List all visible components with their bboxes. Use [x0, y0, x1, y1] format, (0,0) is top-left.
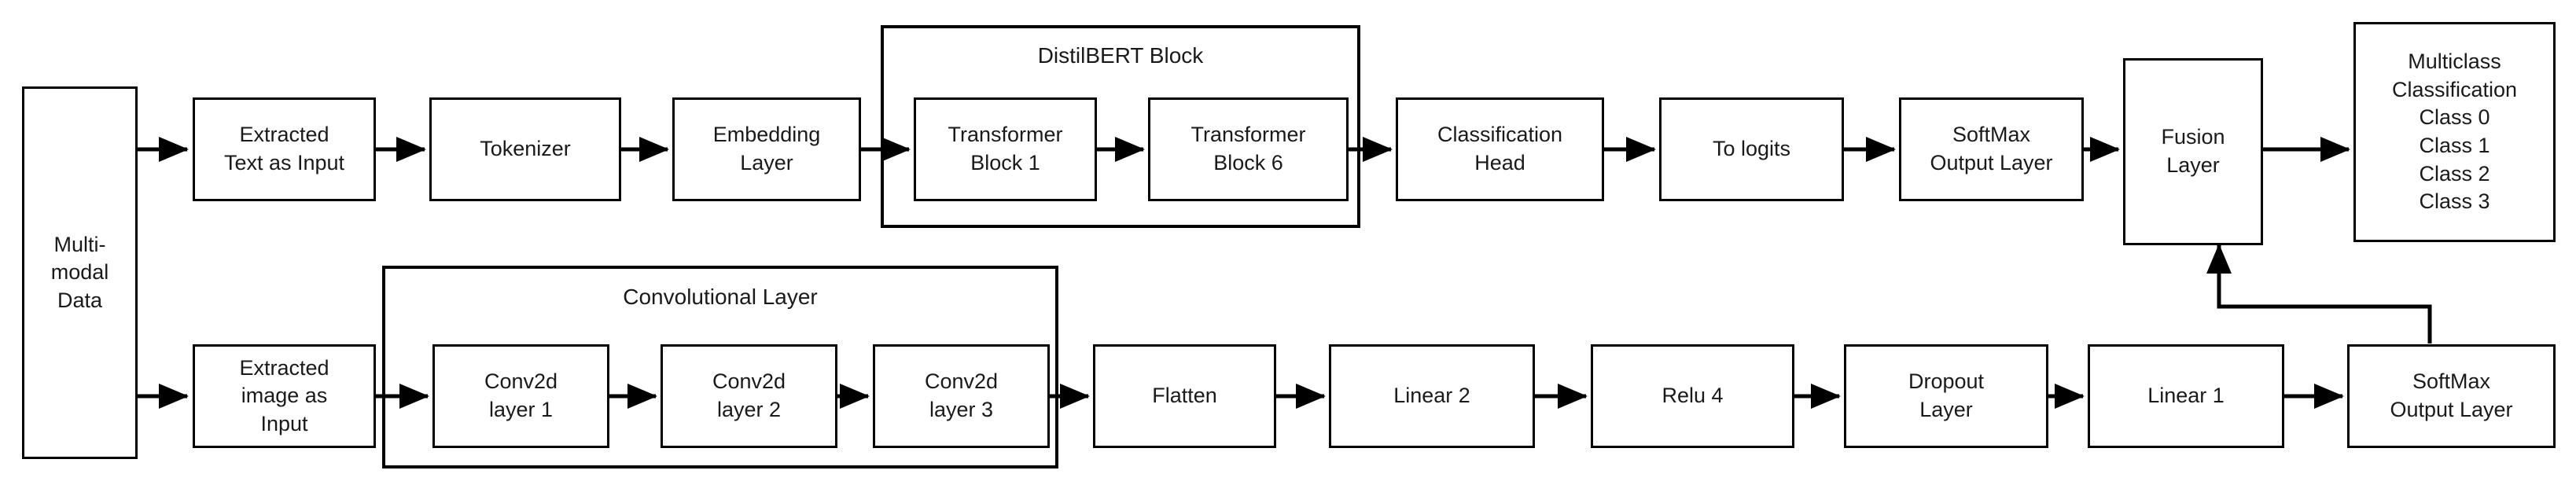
node-softmax-output-layer-text[interactable]: SoftMax Output Layer — [1899, 97, 2084, 201]
node-flatten[interactable]: Flatten — [1093, 344, 1276, 448]
node-to-logits[interactable]: To logits — [1659, 97, 1844, 201]
node-linear-2[interactable]: Linear 2 — [1329, 344, 1535, 448]
node-embedding-layer[interactable]: Embedding Layer — [672, 97, 861, 201]
node-conv2d-layer-1[interactable]: Conv2d layer 1 — [432, 344, 609, 448]
node-fusion-layer[interactable]: Fusion Layer — [2123, 58, 2263, 245]
node-relu-4[interactable]: Relu 4 — [1591, 344, 1794, 448]
node-extracted-image[interactable]: Extracted image as Input — [193, 344, 376, 448]
node-conv2d-layer-2[interactable]: Conv2d layer 2 — [661, 344, 837, 448]
node-softmax-output-layer-image[interactable]: SoftMax Output Layer — [2347, 344, 2556, 448]
node-linear-1[interactable]: Linear 1 — [2088, 344, 2284, 448]
node-multimodal-data[interactable]: Multi- modal Data — [22, 86, 138, 459]
node-transformer-block-1[interactable]: Transformer Block 1 — [914, 97, 1097, 201]
group-distilbert-block-label: DistilBERT Block — [1037, 43, 1204, 68]
group-convolutional-layer-label: Convolutional Layer — [623, 285, 818, 309]
node-multiclass-classification[interactable]: Multiclass Classification Class 0 Class … — [2353, 22, 2556, 242]
node-extracted-text[interactable]: Extracted Text as Input — [193, 97, 376, 201]
node-tokenizer[interactable]: Tokenizer — [429, 97, 621, 201]
node-conv2d-layer-3[interactable]: Conv2d layer 3 — [873, 344, 1050, 448]
node-classification-head[interactable]: Classification Head — [1396, 97, 1604, 201]
node-transformer-block-6[interactable]: Transformer Block 6 — [1148, 97, 1349, 201]
node-dropout-layer[interactable]: Dropout Layer — [1844, 344, 2048, 448]
